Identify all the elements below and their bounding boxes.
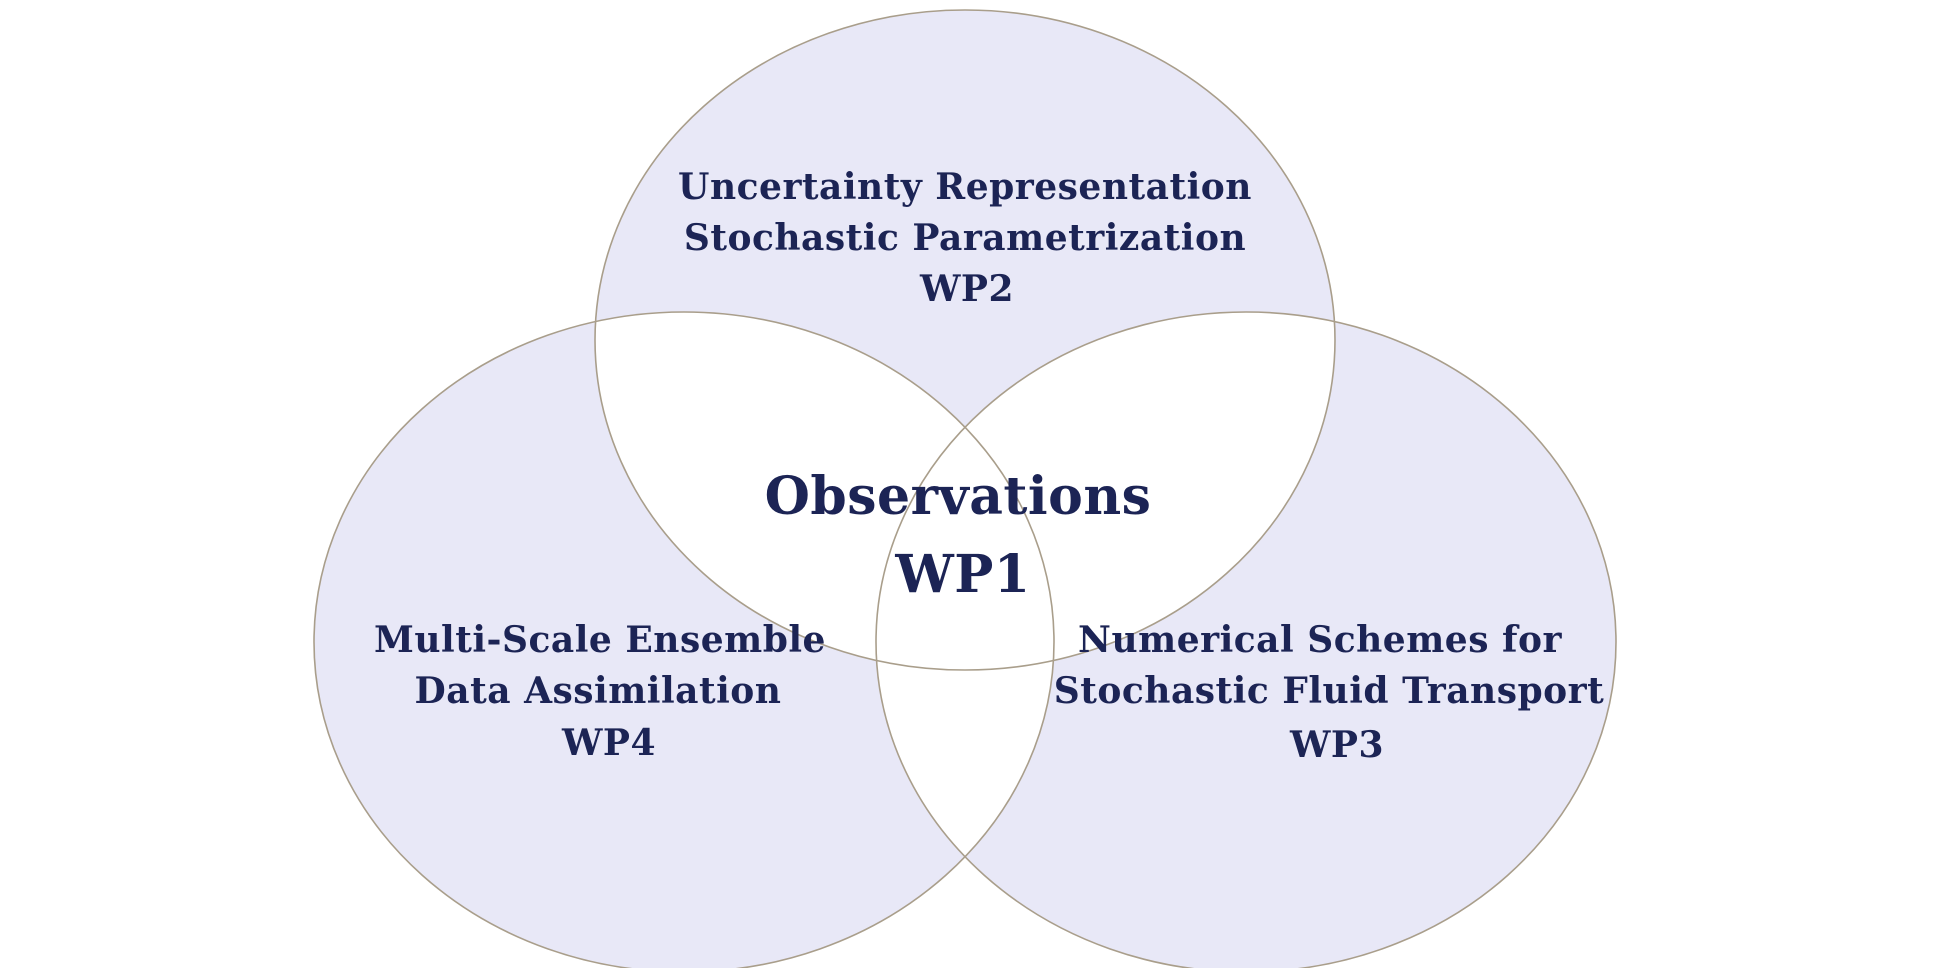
- bottom-right-set-title-line2: Stochastic Fluid Transport: [1053, 670, 1605, 712]
- top-circle-outline: [594, 9, 1336, 671]
- bottom-left-set-title-line2: Data Assimilation: [414, 670, 782, 712]
- top-set-title-line2: Stochastic Parametrization: [683, 217, 1247, 259]
- top-set-wp-label: WP2: [919, 268, 1015, 310]
- bottom-right-circle-outline: [875, 311, 1617, 968]
- bottom-right-set-title-line1: Numerical Schemes for: [1078, 619, 1562, 661]
- center-title: Observations: [764, 466, 1152, 527]
- top-set-title-line1: Uncertainty Representation: [678, 166, 1252, 208]
- bottom-left-circle-outline: [313, 311, 1055, 968]
- bottom-left-set-title-line1: Multi-Scale Ensemble: [374, 619, 826, 661]
- bottom-right-set-wp-label: WP3: [1289, 724, 1385, 766]
- center-wp-label: WP1: [895, 544, 1031, 605]
- bottom-left-set-wp-label: WP4: [561, 722, 657, 764]
